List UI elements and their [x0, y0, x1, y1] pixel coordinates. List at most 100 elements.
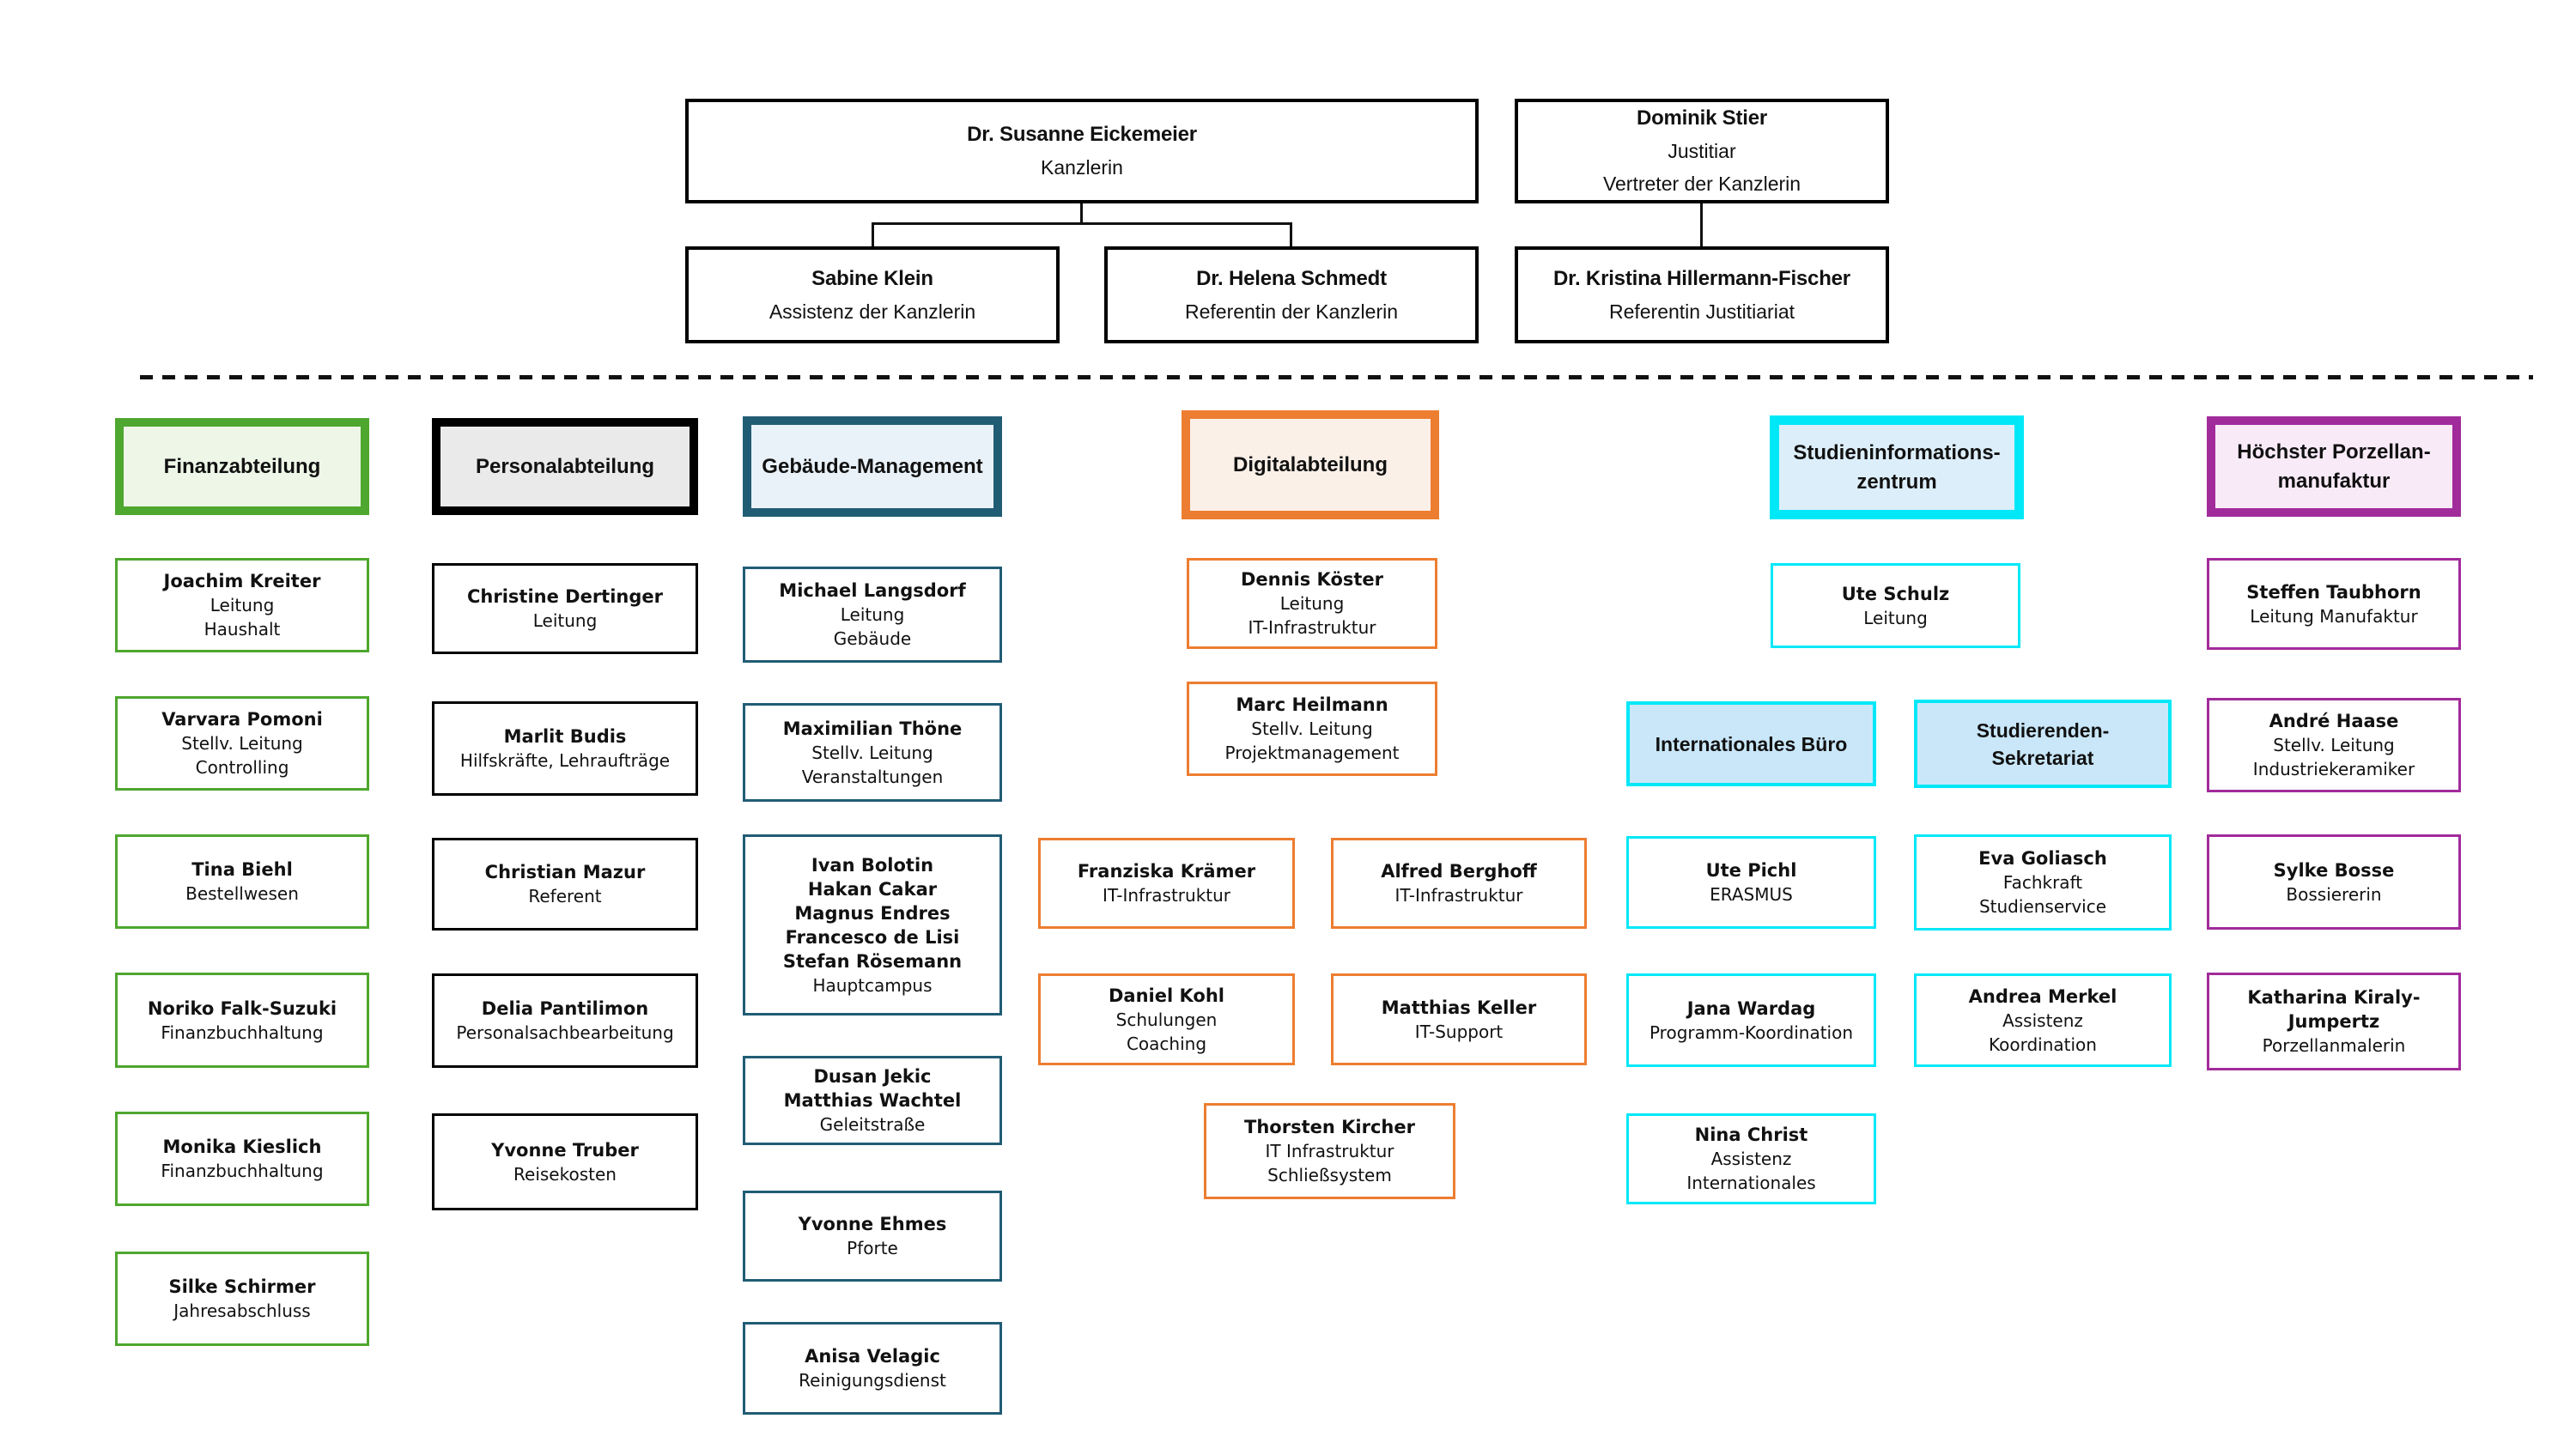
person-name-line: Joachim Kreiter: [163, 571, 321, 591]
person-name-line: Dr. Helena Schmedt: [1196, 266, 1387, 290]
role-line: Schließsystem: [1267, 1165, 1392, 1185]
person-name-line: Personalabteilung: [475, 454, 655, 478]
person-name-line: Dr. Susanne Eickemeier: [967, 123, 1197, 146]
person-name-line: Dennis Köster: [1240, 569, 1384, 590]
role-line: Stellv. Leitung: [181, 733, 303, 754]
role-line: Programm-Koordination: [1649, 1022, 1854, 1043]
person-name-line: Magnus Endres: [794, 902, 951, 924]
connector-chancellor-branch: [872, 222, 1292, 225]
person-name-line: Finanzabteilung: [163, 454, 321, 478]
person-name-line: Ute Schulz: [1841, 583, 1950, 604]
role-line: Fachkraft: [2002, 872, 2083, 893]
connector-branch-left-drop: [872, 224, 874, 246]
role-line: Justitiar: [1668, 140, 1736, 162]
person-name-line: Franziska Krämer: [1077, 861, 1256, 882]
role-line: Schulungen: [1115, 1009, 1218, 1030]
role-line: Leitung: [1279, 593, 1345, 614]
person-name-line: Dominik Stier: [1636, 106, 1768, 130]
person-name-line: Christine Dertinger: [466, 586, 663, 607]
person-name-line: Sekretariat: [1991, 746, 2094, 769]
person-name-line: zentrum: [1856, 470, 1937, 494]
role-line: Gebäude: [833, 628, 912, 649]
role-line: Finanzbuchhaltung: [161, 1161, 324, 1181]
role-line: Haushalt: [204, 619, 281, 640]
role-line: Hauptcampus: [812, 974, 933, 996]
person-name-line: Thorsten Kircher: [1244, 1117, 1415, 1137]
role-line: IT-Infrastruktur: [1394, 885, 1523, 906]
person-name-line: Yvonne Truber: [491, 1139, 639, 1161]
person-name-line: Eva Goliasch: [1978, 848, 2107, 869]
dept-header-gebaeude-management: Gebäude-Management: [743, 416, 1002, 517]
person-name-line: Ute Pichl: [1705, 860, 1797, 881]
person-name-line: Studierenden-: [1976, 718, 2110, 742]
person-name-line: Andrea Merkel: [1968, 985, 2117, 1007]
connector-chancellor-stub: [1080, 203, 1083, 224]
person-name-line: Jana Wardag: [1686, 997, 1816, 1019]
role-line: Industriekeramiker: [2252, 759, 2415, 779]
role-line: Personalsachbearbeitung: [456, 1022, 674, 1043]
person-name-line: Maximilian Thöne: [782, 718, 963, 739]
role-line: IT-Infrastruktur: [1248, 617, 1376, 638]
person-name-line: Francesco de Lisi: [785, 926, 960, 948]
role-line: Stellv. Leitung: [2273, 735, 2395, 755]
person-name-line: Höchster Porzellan-: [2237, 440, 2431, 464]
person-name-line: Jumpertz: [2287, 1011, 2380, 1032]
person-name-line: Varvara Pomoni: [161, 709, 323, 730]
role-line: Pforte: [847, 1238, 898, 1258]
dept-header-studieninformationszentrum: Studieninformations-zentrum: [1770, 415, 2024, 519]
person-name-line: Matthias Keller: [1381, 997, 1537, 1018]
connector-legal-drop: [1700, 203, 1703, 246]
role-line: Leitung: [532, 610, 598, 631]
role-line: Referentin Justitiariat: [1608, 300, 1795, 323]
person-name-line: Dr. Kristina Hillermann-Fischer: [1553, 266, 1850, 290]
person-name-line: Delia Pantilimon: [481, 998, 649, 1019]
role-line: ERASMUS: [1710, 884, 1793, 905]
person-name-line: Stefan Rösemann: [782, 950, 963, 972]
role-line: IT-Support: [1414, 1021, 1504, 1042]
role-line: Bossiererin: [2286, 883, 2382, 905]
role-line: Leitung Manufaktur: [2250, 605, 2418, 627]
person-name-line: Internationales Büro: [1655, 732, 1848, 755]
role-line: Koordination: [1989, 1034, 2097, 1055]
person-name-line: Silke Schirmer: [168, 1276, 316, 1297]
sub-header-internationales-buero: Internationales Büro: [1626, 701, 1876, 786]
role-line: Referent: [528, 886, 602, 906]
dashed-divider-line: [140, 375, 2533, 379]
person-name-line: Marc Heilmann: [1236, 694, 1388, 715]
person-name-line: Christian Mazur: [484, 862, 646, 882]
role-line: Leitung: [1863, 607, 1928, 628]
person-name-line: Noriko Falk-Suzuki: [147, 997, 337, 1019]
person-name-line: Ivan Bolotin: [811, 854, 934, 876]
role-line: Geleitstraße: [819, 1114, 926, 1135]
person-name-line: Katharina Kiraly-: [2247, 987, 2421, 1008]
person-name-line: manufaktur: [2277, 469, 2391, 493]
role-line: Leitung: [840, 604, 905, 625]
person-name-line: Anisa Velagic: [805, 1346, 940, 1367]
